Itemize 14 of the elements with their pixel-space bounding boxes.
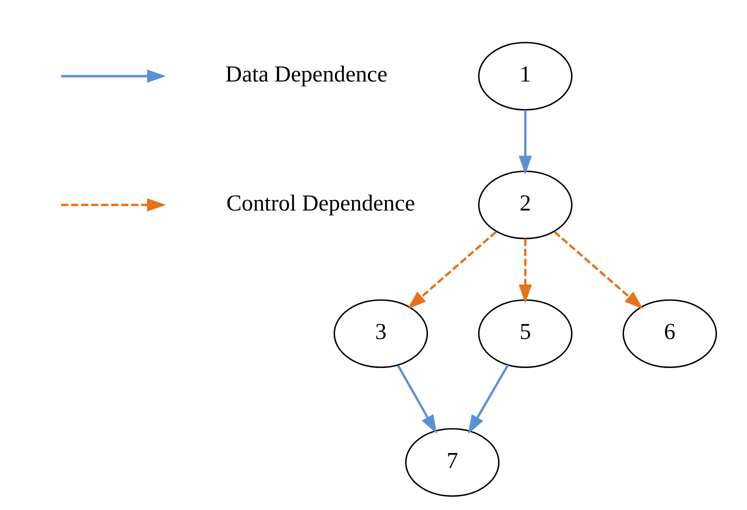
arrow [468, 364, 508, 434]
node-ellipse: 1 [478, 42, 572, 110]
arrow [518, 110, 532, 175]
node-ellipse: 3 [333, 299, 428, 368]
node-ellipse: 5 [478, 299, 572, 368]
arrow [406, 230, 496, 310]
node-ellipse: 2 [478, 170, 572, 240]
arrow [553, 230, 643, 310]
node-ellipse: 6 [622, 299, 716, 368]
legend-label: Data Dependence [224, 62, 387, 87]
legend-label: Control Dependence [226, 190, 415, 216]
arrow [396, 365, 436, 434]
arrow [518, 238, 532, 304]
node-ellipse: 7 [404, 428, 500, 497]
